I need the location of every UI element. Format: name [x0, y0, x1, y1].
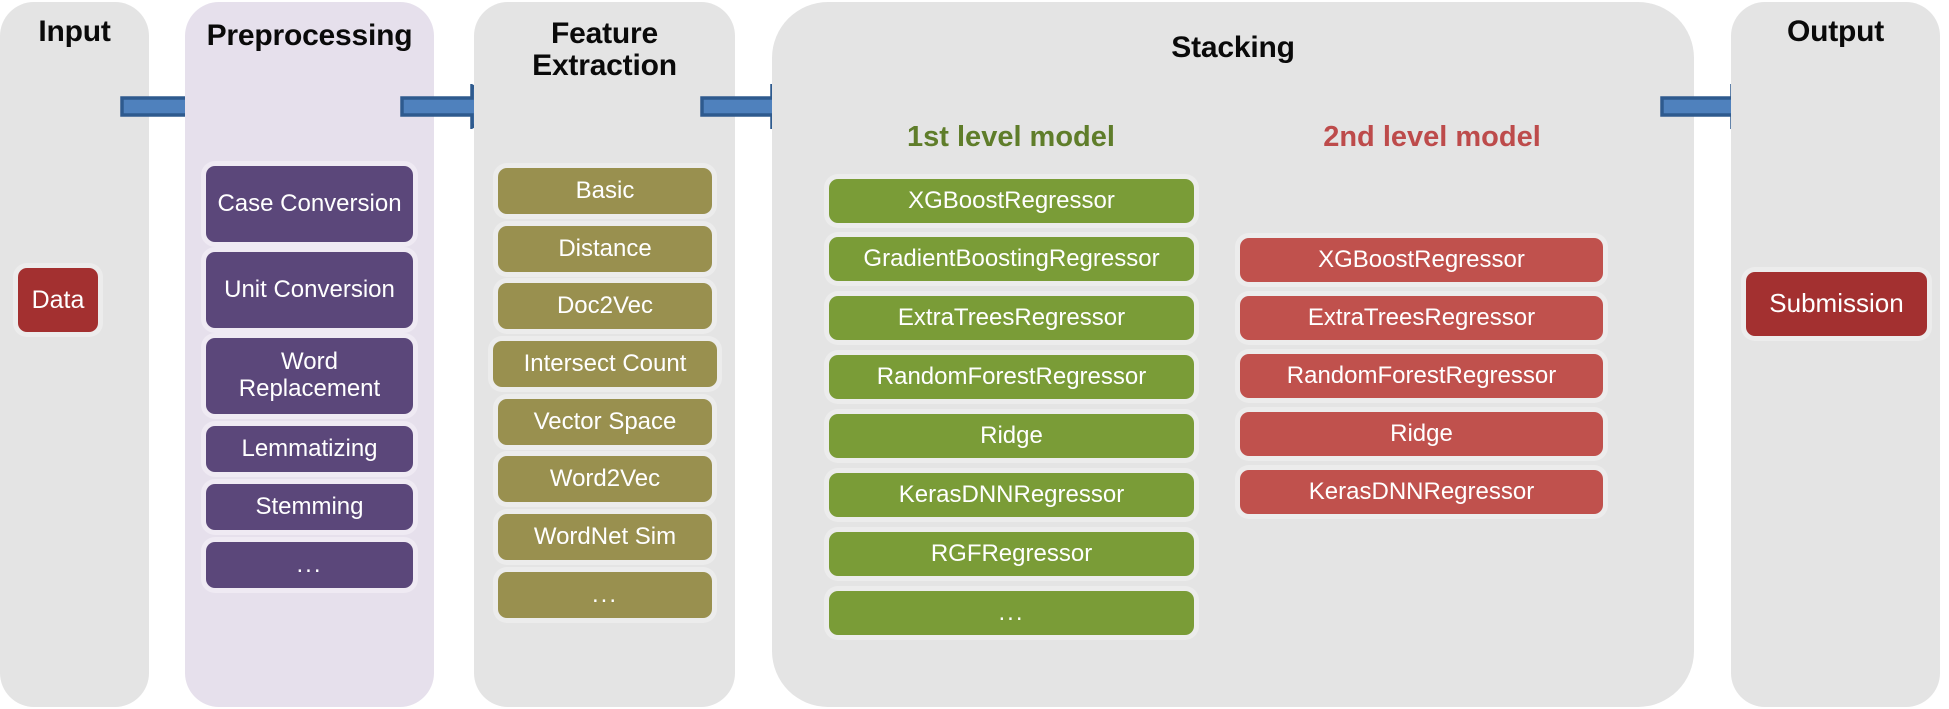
chip-second-level-kerasdnnregressor[interactable]: KerasDNNRegressor	[1240, 470, 1603, 514]
first-level-model-heading: 1st level model	[907, 121, 1115, 153]
chip-basic-label: Basic	[575, 176, 635, 204]
chip-first-level-ridge[interactable]: Ridge	[829, 414, 1194, 458]
chip-second-level-extratreesregressor-label: ExtraTreesRegressor	[1307, 303, 1536, 331]
chip-second-level-xgboostregressor[interactable]: XGBoostRegressor	[1240, 238, 1603, 282]
chip-intersect-count[interactable]: Intersect Count	[493, 341, 717, 387]
chip-first-level-gradientboostingregressor-label: GradientBoostingRegressor	[863, 244, 1160, 272]
chip-doc2vec-label: Doc2Vec	[556, 291, 654, 319]
chip-data-label: Data	[31, 286, 85, 314]
chip-first-level-xgboostregressor-label: XGBoostRegressor	[908, 186, 1115, 214]
second-level-model-heading: 2nd level model	[1323, 121, 1541, 153]
chip-case-conversion-label: Case Conversion	[217, 189, 402, 217]
chip-first-level-xgboostregressor[interactable]: XGBoostRegressor	[829, 179, 1194, 223]
chip-first-level-extratreesregressor-label: ExtraTreesRegressor	[897, 303, 1126, 331]
chip-first-level-ridge-label: Ridge	[980, 421, 1043, 449]
chip-case-conversion[interactable]: Case Conversion	[206, 166, 413, 242]
panel-feature-extraction-title: Feature Extraction	[532, 17, 677, 83]
chip-lemmatizing[interactable]: Lemmatizing	[206, 426, 413, 472]
panel-preprocessing-title: Preprocessing	[206, 19, 413, 52]
chip-submission-label: Submission	[1769, 288, 1904, 319]
chip-second-level-ridge-label: Ridge	[1390, 419, 1453, 447]
chip-distance[interactable]: Distance	[498, 226, 712, 272]
chip-first-level-kerasdnnregressor[interactable]: KerasDNNRegressor	[829, 473, 1194, 517]
chip-first-level-rgfregressor-label: RGFRegressor	[930, 539, 1093, 567]
panel-stacking: Stacking 1st level model XGBoostRegresso…	[772, 2, 1694, 707]
panel-output-title: Output	[1786, 15, 1885, 48]
chip-first-level-kerasdnnregressor-label: KerasDNNRegressor	[898, 480, 1125, 508]
chip-data[interactable]: Data	[18, 268, 98, 332]
chip-wordnet-sim[interactable]: WordNet Sim	[498, 514, 712, 560]
chip-first-level-randomforestregressor-label: RandomForestRegressor	[876, 362, 1147, 390]
chip-first-level-more-label: ...	[998, 598, 1025, 626]
chip-submission[interactable]: Submission	[1746, 272, 1927, 336]
chip-second-level-extratreesregressor[interactable]: ExtraTreesRegressor	[1240, 296, 1603, 340]
chip-lemmatizing-label: Lemmatizing	[241, 434, 378, 462]
chip-distance-label: Distance	[558, 234, 652, 262]
chip-first-level-extratreesregressor[interactable]: ExtraTreesRegressor	[829, 296, 1194, 340]
panel-output: Output Submission	[1731, 2, 1940, 707]
chip-preprocessing-more[interactable]: ...	[206, 542, 413, 588]
chip-unit-conversion[interactable]: Unit Conversion	[206, 252, 413, 328]
chip-word2vec-label: Word2Vec	[549, 464, 661, 492]
panel-input-title: Input	[38, 15, 111, 48]
chip-word-replacement-label: Word Replacement	[238, 348, 381, 402]
panel-stacking-title: Stacking	[1171, 31, 1295, 64]
chip-stemming-label: Stemming	[255, 492, 364, 520]
panel-preprocessing: Preprocessing Case Conversion Unit Conve…	[185, 2, 434, 707]
chip-second-level-ridge[interactable]: Ridge	[1240, 412, 1603, 456]
chip-stemming[interactable]: Stemming	[206, 484, 413, 530]
chip-word2vec[interactable]: Word2Vec	[498, 456, 712, 502]
chip-first-level-rgfregressor[interactable]: RGFRegressor	[829, 532, 1194, 576]
chip-unit-conversion-label: Unit Conversion	[224, 275, 395, 303]
chip-feature-extraction-more-label: ...	[591, 580, 618, 608]
panel-input: Input Data	[0, 2, 149, 707]
chip-second-level-randomforestregressor-label: RandomForestRegressor	[1286, 361, 1557, 389]
chip-first-level-gradientboostingregressor[interactable]: GradientBoostingRegressor	[829, 237, 1194, 281]
chip-first-level-randomforestregressor[interactable]: RandomForestRegressor	[829, 355, 1194, 399]
chip-vector-space-label: Vector Space	[533, 407, 677, 435]
chip-preprocessing-more-label: ...	[296, 550, 323, 578]
chip-second-level-randomforestregressor[interactable]: RandomForestRegressor	[1240, 354, 1603, 398]
chip-first-level-more[interactable]: ...	[829, 591, 1194, 635]
chip-basic[interactable]: Basic	[498, 168, 712, 214]
chip-vector-space[interactable]: Vector Space	[498, 399, 712, 445]
chip-word-replacement[interactable]: Word Replacement	[206, 338, 413, 414]
chip-doc2vec[interactable]: Doc2Vec	[498, 283, 712, 329]
chip-intersect-count-label: Intersect Count	[523, 349, 687, 377]
chip-wordnet-sim-label: WordNet Sim	[533, 522, 677, 550]
chip-second-level-kerasdnnregressor-label: KerasDNNRegressor	[1308, 477, 1535, 505]
chip-feature-extraction-more[interactable]: ...	[498, 572, 712, 618]
panel-feature-extraction: Feature Extraction Basic Distance Doc2Ve…	[474, 2, 735, 707]
chip-second-level-xgboostregressor-label: XGBoostRegressor	[1318, 245, 1525, 273]
